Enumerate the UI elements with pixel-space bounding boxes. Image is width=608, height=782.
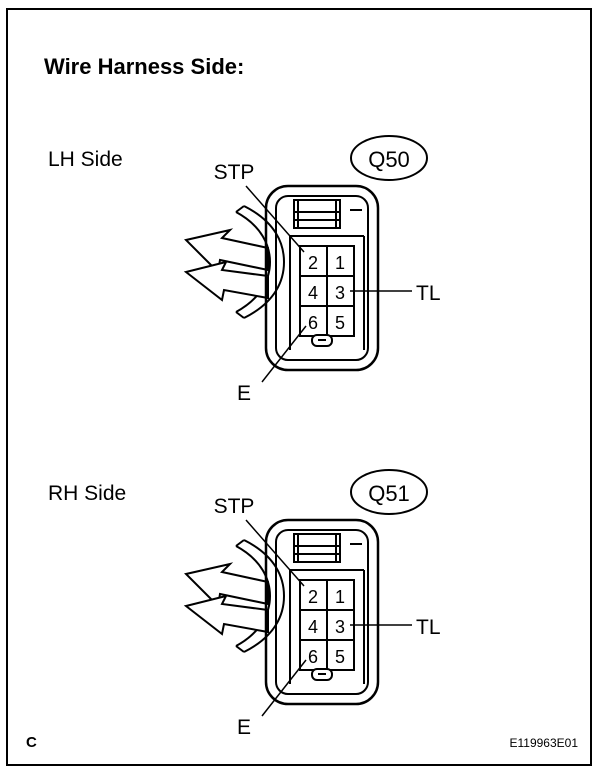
connector-id-text: Q50	[368, 147, 410, 172]
stp-leader-line	[245, 185, 305, 253]
connector-lh: Q50	[183, 135, 441, 405]
connector-id-bubble	[350, 469, 428, 515]
tl-callout-label: TL	[416, 616, 441, 639]
e-leader-line	[261, 325, 307, 383]
connector-inner-housing	[275, 195, 369, 361]
pin-grid	[289, 569, 365, 684]
pin-number: 5	[335, 647, 345, 667]
connector-housing	[264, 184, 380, 372]
connector-id-bubble	[350, 135, 428, 181]
top-latch-icon	[293, 199, 362, 229]
footer-code-left: C	[26, 734, 37, 751]
pin-number: 1	[335, 587, 345, 607]
stp-leader-line	[245, 519, 305, 587]
stp-callout-label: STP	[214, 495, 255, 518]
pin-number: 2	[308, 587, 318, 607]
lh-side-label: LH Side	[48, 148, 123, 171]
e-callout-label: E	[237, 716, 251, 739]
release-arrows-icon	[183, 562, 269, 636]
pin-number: 5	[335, 313, 345, 333]
pin-number: 3	[335, 617, 345, 637]
rh-side-label: RH Side	[48, 482, 127, 505]
release-arrows-icon	[183, 228, 269, 302]
pin-number: 4	[308, 617, 318, 637]
pin-number: 4	[308, 283, 318, 303]
bottom-key-icon	[311, 668, 333, 681]
diagram-title: Wire Harness Side:	[44, 54, 245, 79]
top-latch-icon	[293, 533, 362, 563]
connector-inner-housing	[275, 529, 369, 695]
connector-id-text: Q51	[368, 481, 410, 506]
connector-rh: Q51	[183, 469, 441, 739]
e-leader-line	[261, 659, 307, 717]
connector-housing	[264, 518, 380, 706]
pin-number: 6	[308, 313, 318, 333]
stp-callout-label: STP	[214, 161, 255, 184]
figure-id: E119963E01	[509, 736, 578, 750]
pin-number: 3	[335, 283, 345, 303]
e-callout-label: E	[237, 382, 251, 405]
pin-number: 6	[308, 647, 318, 667]
tl-callout-label: TL	[416, 282, 441, 305]
bottom-key-icon	[311, 334, 333, 347]
pin-number: 1	[335, 253, 345, 273]
pin-number: 2	[308, 253, 318, 273]
